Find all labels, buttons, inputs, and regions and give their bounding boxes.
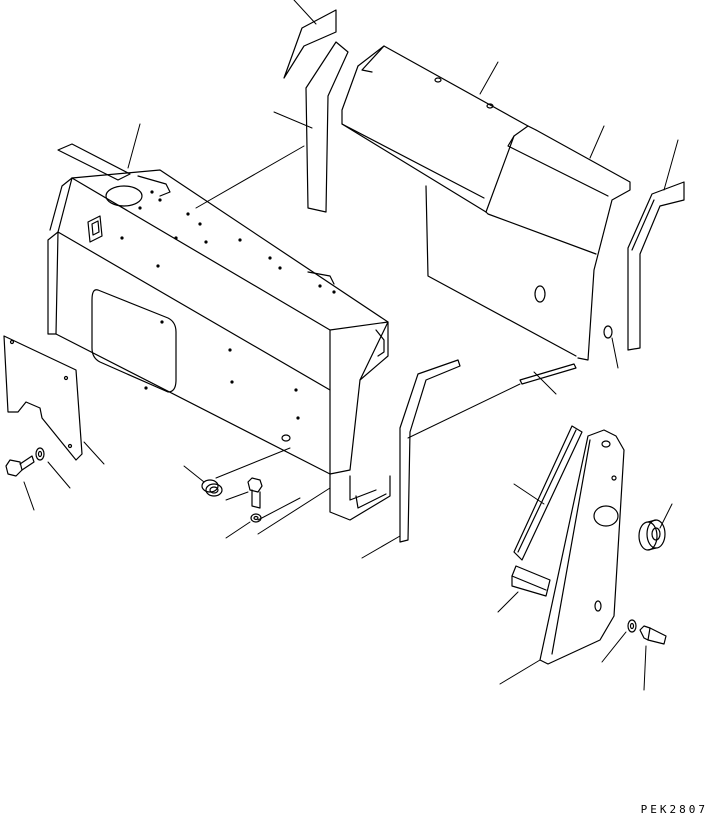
bolt-center	[248, 478, 262, 508]
seal-strip-long	[400, 360, 460, 542]
side-bracket	[540, 430, 624, 664]
spacer-bushing	[639, 520, 665, 550]
leader-lines	[24, 0, 678, 690]
drawing-reference-code: PEK2807	[640, 803, 708, 816]
seal-strip-top-small	[284, 10, 336, 78]
assembly-lines	[196, 146, 520, 534]
washer-left	[36, 448, 44, 460]
cover-plate	[4, 336, 82, 460]
washer-center	[251, 514, 261, 522]
bracket-block	[512, 566, 550, 596]
bolt-left	[6, 456, 34, 476]
grommet	[202, 480, 222, 496]
seal-strip-center	[306, 42, 348, 212]
washer-right	[628, 620, 636, 632]
rod-pin	[520, 364, 576, 384]
top-cover-panel	[342, 46, 630, 360]
seal-strip-right	[628, 182, 684, 350]
bracket-strip	[514, 426, 582, 560]
main-box-housing	[48, 144, 390, 520]
bolt-right	[640, 626, 666, 644]
